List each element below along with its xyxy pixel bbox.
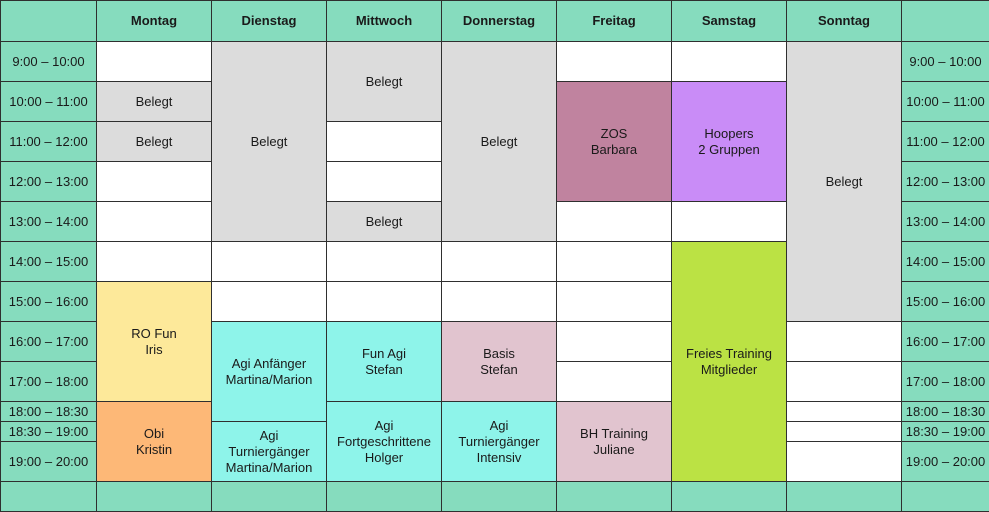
time-label-right: 18:00 – 18:30 [901, 401, 989, 422]
session-block: Belegt [211, 41, 327, 242]
day-header-mittwoch: Mittwoch [326, 0, 442, 42]
time-label-left: 18:00 – 18:30 [0, 401, 97, 422]
session-block: RO Fun Iris [96, 281, 212, 402]
empty-slot [786, 321, 902, 362]
time-label-left: 18:30 – 19:00 [0, 421, 97, 442]
empty-slot [96, 41, 212, 82]
time-label-right: 11:00 – 12:00 [901, 121, 989, 162]
empty-slot [786, 361, 902, 402]
time-label-right: 9:00 – 10:00 [901, 41, 989, 82]
day-header-dienstag: Dienstag [211, 0, 327, 42]
empty-slot [96, 201, 212, 242]
empty-slot [326, 241, 442, 282]
time-label-left: 11:00 – 12:00 [0, 121, 97, 162]
day-header-donnerstag: Donnerstag [441, 0, 557, 42]
session-block: Basis Stefan [441, 321, 557, 402]
session-block: Belegt [96, 121, 212, 162]
session-block: Belegt [786, 41, 902, 322]
footer-cell [786, 481, 902, 512]
session-block: Belegt [326, 201, 442, 242]
footer-cell [211, 481, 327, 512]
session-block: Belegt [326, 41, 442, 122]
time-label-left: 17:00 – 18:00 [0, 361, 97, 402]
session-block: Agi Turniergänger Intensiv [441, 401, 557, 482]
time-label-right: 16:00 – 17:00 [901, 321, 989, 362]
day-header-sonntag: Sonntag [786, 0, 902, 42]
time-label-right: 18:30 – 19:00 [901, 421, 989, 442]
footer-cell [901, 481, 989, 512]
empty-slot [211, 281, 327, 322]
session-block: BH Training Juliane [556, 401, 672, 482]
session-block: Freies Training Mitglieder [671, 241, 787, 482]
empty-slot [786, 401, 902, 422]
time-label-right: 14:00 – 15:00 [901, 241, 989, 282]
day-header-samstag: Samstag [671, 0, 787, 42]
session-block: Obi Kristin [96, 401, 212, 482]
time-label-left: 16:00 – 17:00 [0, 321, 97, 362]
session-block: ZOS Barbara [556, 81, 672, 202]
time-label-left: 14:00 – 15:00 [0, 241, 97, 282]
empty-slot [441, 241, 557, 282]
day-header-montag: Montag [96, 0, 212, 42]
time-label-right: 15:00 – 16:00 [901, 281, 989, 322]
session-block: Fun Agi Stefan [326, 321, 442, 402]
header-corner-right [901, 0, 989, 42]
time-label-right: 12:00 – 13:00 [901, 161, 989, 202]
time-label-left: 13:00 – 14:00 [0, 201, 97, 242]
footer-cell [671, 481, 787, 512]
session-block: Hoopers 2 Gruppen [671, 81, 787, 202]
empty-slot [556, 361, 672, 402]
empty-slot [326, 281, 442, 322]
session-block: Belegt [441, 41, 557, 242]
header-corner-left [0, 0, 97, 42]
empty-slot [326, 121, 442, 162]
empty-slot [556, 241, 672, 282]
empty-slot [786, 421, 902, 442]
day-header-freitag: Freitag [556, 0, 672, 42]
session-block: Agi Anfänger Martina/Marion [211, 321, 327, 422]
empty-slot [556, 321, 672, 362]
session-block: Agi Fortgeschrittene Holger [326, 401, 442, 482]
time-label-left: 15:00 – 16:00 [0, 281, 97, 322]
footer-cell [556, 481, 672, 512]
empty-slot [441, 281, 557, 322]
footer-cell [0, 481, 97, 512]
time-label-right: 13:00 – 14:00 [901, 201, 989, 242]
time-label-left: 9:00 – 10:00 [0, 41, 97, 82]
empty-slot [96, 161, 212, 202]
empty-slot [556, 41, 672, 82]
empty-slot [556, 201, 672, 242]
session-block: Belegt [96, 81, 212, 122]
empty-slot [556, 281, 672, 322]
time-label-right: 17:00 – 18:00 [901, 361, 989, 402]
time-label-left: 19:00 – 20:00 [0, 441, 97, 482]
empty-slot [326, 161, 442, 202]
empty-slot [96, 241, 212, 282]
time-label-right: 19:00 – 20:00 [901, 441, 989, 482]
empty-slot [211, 241, 327, 282]
footer-cell [441, 481, 557, 512]
empty-slot [671, 201, 787, 242]
empty-slot [671, 41, 787, 82]
time-label-left: 10:00 – 11:00 [0, 81, 97, 122]
empty-slot [786, 441, 902, 482]
footer-cell [326, 481, 442, 512]
time-label-left: 12:00 – 13:00 [0, 161, 97, 202]
session-block: Agi Turniergänger Martina/Marion [211, 421, 327, 482]
footer-cell [96, 481, 212, 512]
time-label-right: 10:00 – 11:00 [901, 81, 989, 122]
